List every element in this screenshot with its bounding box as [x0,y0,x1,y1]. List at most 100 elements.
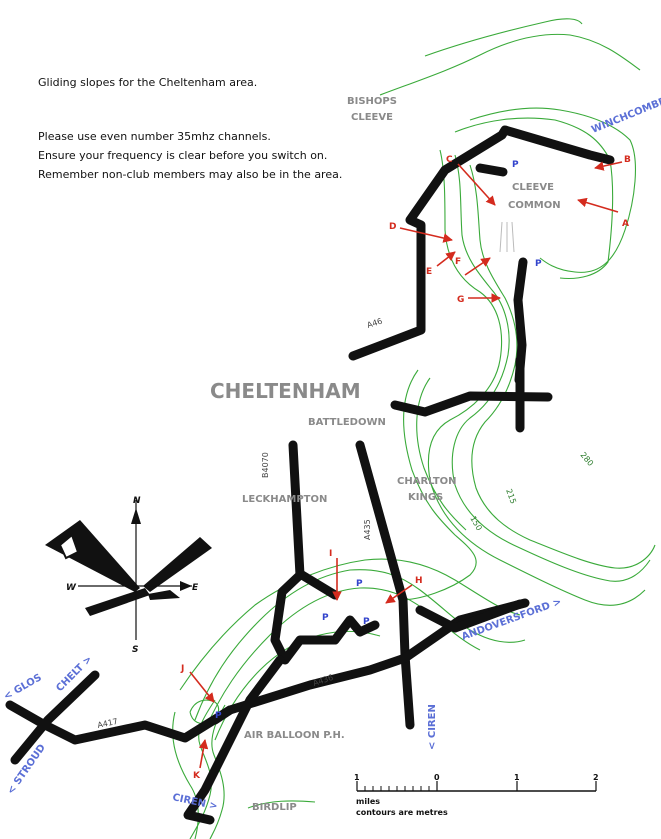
slope-arrow-d [399,227,453,243]
parking-air-balloon: P [215,711,222,721]
dir-glos: < GLOS [2,672,44,702]
contour-label-215: 215 [504,488,518,505]
slope-letter-i: I [329,549,332,559]
road-label-a46: A46 [366,317,384,330]
scale-note: contours are metres [356,808,448,817]
compass-arm-sw [85,588,150,616]
slope-letter-a: A [622,219,629,229]
place-leckhampton: LECKHAMPTON [242,494,327,505]
contour-label-150: 150 [468,515,483,533]
place-cheltenham: CHELTENHAM [210,379,361,403]
slope-arrow-c [457,163,496,206]
place-air-balloon: AIR BALLOON P.H. [244,730,345,741]
slope-letter-g: G [457,295,464,305]
dir-ciren-east: < CIREN [427,704,438,750]
road-battledown-east [390,391,553,417]
road-a417 [5,700,235,745]
road-leck-loop [270,570,380,665]
compass-e: E [192,583,199,593]
compass-east-arrow-icon [180,581,192,591]
slope-arrow-j [189,671,215,703]
road-b4070 [288,440,305,580]
compass-arm-hook [58,533,80,560]
road-leck-loop-2 [297,570,340,600]
slope-arrow-a [577,197,619,213]
dir-winchcombe: WINCHCOMBE > [590,92,661,136]
parking-leck-1: P [356,579,363,589]
contour-label-280: 280 [578,451,595,468]
place-bishops-cleeve-1: BISHOPS [347,96,397,107]
place-cleeve-common-1: CLEEVE [512,182,554,193]
parking-cleeve-south: P [535,259,542,269]
compass-w: W [66,583,77,593]
contour-south-2 [209,704,226,839]
compass-north-arrow-icon [131,508,141,524]
road-a435 [355,440,415,730]
slope-letter-c: C [446,155,453,165]
place-charlton-kings-2: KINGS [408,492,443,503]
contour-ridge-3 [179,558,521,691]
compass-arm-nw [45,520,140,592]
contour-south-4 [247,800,316,809]
contour-inner-a [399,369,477,601]
slope-letters: A B C D E F G H I J K [180,155,631,781]
place-cleeve-common-2: COMMON [508,200,561,211]
road-andoversford [415,599,525,633]
slope-letter-j: J [180,664,184,674]
place-bishops-cleeve-2: CLEEVE [351,112,393,123]
place-names: BISHOPS CLEEVE CLEEVE COMMON CHELTENHAM … [210,96,561,813]
contour-ridge-1 [194,569,526,721]
contour-inner-b [416,377,467,531]
slope-arrow-f [464,257,491,276]
slope-arrow-e [436,251,456,267]
parking-cleeve-north: P [512,160,519,170]
contour-215 [451,154,651,582]
scale-tick-1-left: 1 [354,773,360,782]
slope-letter-k: K [193,771,201,781]
roads [5,125,615,825]
note-channels: Please use even number 35mhz channels. [38,130,271,143]
place-charlton-kings-1: CHARLTON [397,476,457,487]
road-a46 [348,125,615,361]
dir-chelt: CHELT > [54,654,94,694]
slope-arrow-h [385,584,413,604]
slope-letter-h: H [415,576,423,586]
scale-tick-1: 1 [514,773,520,782]
parking-markers: P P P P P P [215,160,542,721]
road-air-balloon-south [183,655,285,825]
compass-rose: N S E W [45,496,212,655]
place-battledown: BATTLEDOWN [308,417,386,428]
compass-arm-se [148,590,180,600]
slope-arrow-k [198,739,209,769]
slope-letter-f: F [455,257,461,267]
place-birdlip: BIRDLIP [252,802,297,813]
contour-labels: 150 215 280 [468,451,595,533]
note-frequency: Ensure your frequency is clear before yo… [38,149,328,162]
contour-280-north [379,18,641,96]
parking-leck-3: P [363,617,370,627]
parking-leck-2: P [322,613,329,623]
slope-letter-e: E [426,267,432,277]
compass-s: S [132,645,138,655]
scale-bar: 1 0 1 2 miles contours are metres [354,773,599,817]
slope-arrow-b [594,161,623,171]
compass-n: N [133,496,141,506]
road-label-b4070: B4070 [261,452,270,478]
slope-arrows [189,161,623,769]
road-label-a435: A435 [363,519,372,540]
map-title: Gliding slopes for the Cheltenham area. [38,76,258,89]
compass-arm-ne [143,537,212,592]
slope-letter-d: D [389,222,396,232]
road-glos-chelt [10,670,100,765]
road-cleeve-spur [475,163,508,177]
mast-icon [499,221,515,253]
road-label-a417: A417 [97,717,119,730]
note-non-members: Remember non-club members may also be in… [38,168,343,181]
slope-letter-b: B [624,155,631,165]
scale-unit: miles [356,797,380,806]
direction-labels: WINCHCOMBE > ANDOVERSFORD > < GLOS CHELT… [2,92,661,813]
scale-tick-0: 0 [434,773,440,782]
scale-tick-2: 2 [593,773,599,782]
contour-215-upper [469,107,636,273]
